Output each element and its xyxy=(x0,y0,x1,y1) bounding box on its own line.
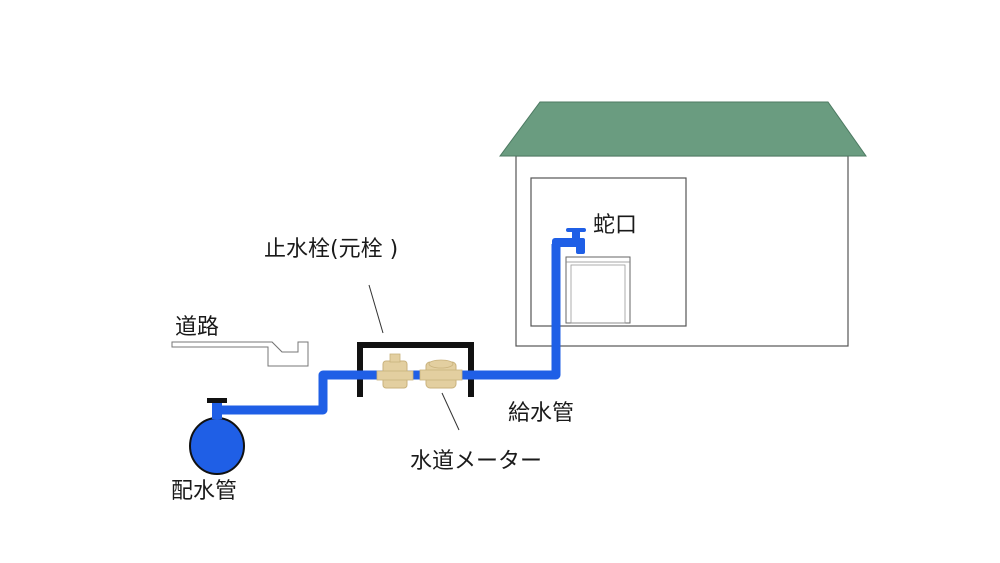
label-supply-pipe: 給水管 xyxy=(508,401,574,426)
water-main-pipe xyxy=(189,417,245,475)
sink-inner xyxy=(570,264,626,324)
label-water-meter: 水道メーター xyxy=(410,449,542,474)
label-road: 道路 xyxy=(175,315,219,340)
house-roof xyxy=(499,101,867,157)
stop-valve-pointer xyxy=(368,284,384,334)
road-surface xyxy=(171,341,309,367)
label-water-main: 配水管 xyxy=(171,479,237,504)
stop-valve-icon xyxy=(376,353,414,389)
water-meter-icon xyxy=(419,359,463,389)
water-meter-pointer xyxy=(441,392,460,431)
faucet-icon xyxy=(552,228,586,254)
label-faucet: 蛇口 xyxy=(593,213,637,238)
house xyxy=(499,101,867,347)
road xyxy=(171,341,309,367)
water-main-tap-cap xyxy=(207,398,227,403)
supply-pipe xyxy=(217,244,561,415)
label-stop-valve: 止水栓(元栓 ) xyxy=(264,237,398,262)
sink xyxy=(565,256,631,324)
